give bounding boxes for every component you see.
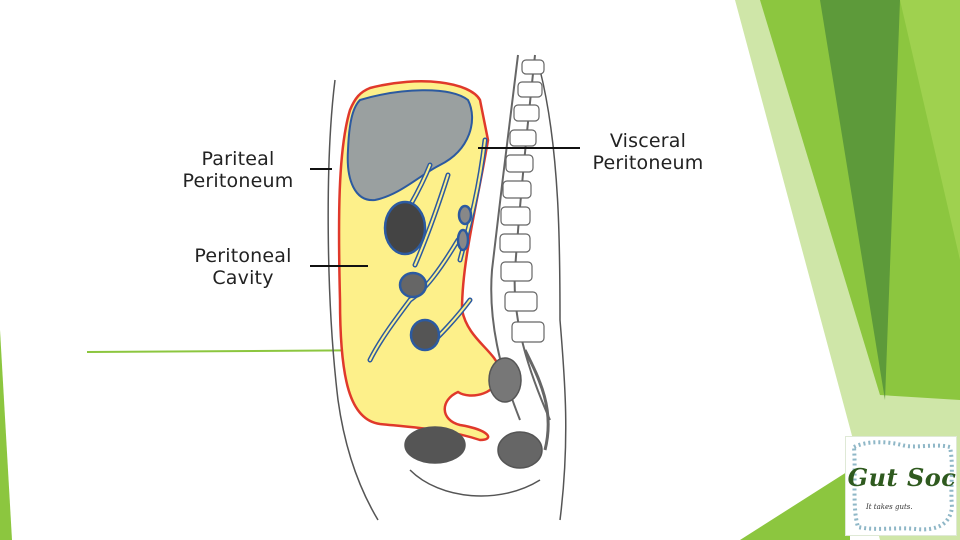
uterus [497, 431, 543, 469]
peritoneal-label-line1: Peritoneal [194, 245, 292, 267]
visceral-leader-line [478, 147, 580, 149]
rectum [488, 357, 522, 403]
pariteal-label-line1: Pariteal [201, 148, 275, 170]
logo-title: Gut Soc [847, 463, 957, 492]
spine [490, 54, 551, 451]
bladder [404, 426, 466, 464]
pelvic-organs [404, 357, 543, 497]
stomach [383, 200, 427, 256]
gut-soc-logo: Gut Soc It takes guts. [845, 436, 957, 536]
peritoneal-label-line2: Cavity [212, 267, 274, 289]
organs [383, 200, 473, 352]
pelvic-floor [409, 469, 541, 497]
body-outline-front [327, 79, 379, 521]
pariteal-leader-line [310, 168, 332, 170]
transverse-colon [398, 271, 428, 299]
green-triangle-dark [820, 0, 900, 400]
pariteal-peritoneum-label: Pariteal Peritoneum [168, 148, 308, 192]
green-triangle-accent [900, 0, 960, 260]
visceral-label-line2: Peritoneum [592, 152, 704, 174]
logo-tagline: It takes guts. [866, 503, 913, 511]
visceral-label-line1: Visceral [609, 130, 687, 152]
green-sliver-left [0, 330, 12, 540]
small-intestine [409, 318, 441, 352]
visceral-peritoneum-label: Visceral Peritoneum [578, 130, 718, 174]
duodenum [457, 204, 473, 226]
green-triangle-bottom [740, 470, 850, 540]
peritoneal-leader-line [310, 265, 368, 267]
body-outline-back [539, 69, 567, 521]
peritoneal-cavity-label: Peritoneal Cavity [182, 245, 304, 289]
pariteal-label-line2: Peritoneum [182, 170, 294, 192]
pancreas [456, 228, 470, 252]
